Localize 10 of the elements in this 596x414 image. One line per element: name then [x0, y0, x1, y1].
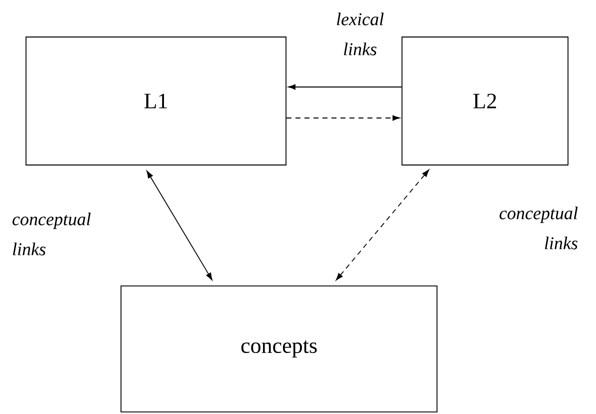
edge-label: conceptual links	[500, 206, 578, 250]
text-box: concepts	[120, 286, 438, 412]
text-box: L1	[26, 36, 286, 166]
text-box: L2	[402, 36, 568, 166]
dashed-arrow	[286, 115, 400, 121]
edge-label: conceptual links	[12, 212, 91, 256]
dashed-arrow	[336, 170, 430, 280]
arrow	[146, 170, 212, 280]
edge-label: lexical links	[336, 12, 384, 56]
arrow	[288, 84, 402, 90]
